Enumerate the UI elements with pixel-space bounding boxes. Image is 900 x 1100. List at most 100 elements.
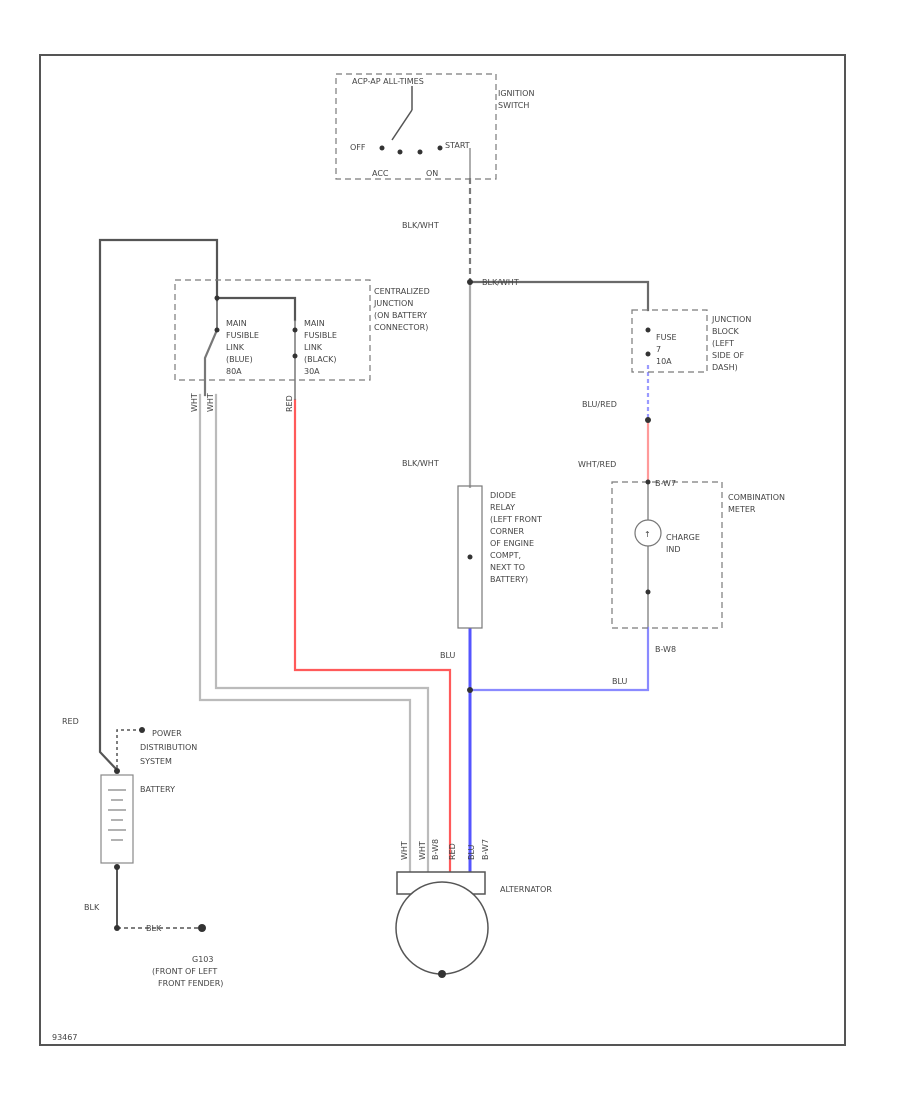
fuse-block-name-line3: (LEFT (712, 339, 734, 348)
ignition-switch-box (335, 73, 497, 180)
alternator-pin-4: RED (448, 843, 457, 860)
ignition-contact-start (437, 145, 443, 151)
connector-node-blu-red (645, 417, 651, 423)
junction-node-blu (467, 687, 473, 693)
diode-relay-line5: OF ENGINE (490, 539, 534, 548)
alternator-pin-2: WHT (418, 841, 427, 860)
wire-power-distribution (116, 729, 140, 768)
label-blu-relay: BLU (440, 651, 456, 660)
label-red-battery: RED (62, 717, 79, 726)
alternator-pin-5: BLU (467, 844, 476, 860)
meter-node-bottom (645, 589, 651, 595)
ground-node-left (114, 925, 120, 931)
battery-negative-node (114, 864, 120, 870)
combination-meter-box (611, 481, 723, 629)
figure-id: 93467 (52, 1033, 77, 1042)
diode-relay-line7: NEXT TO (490, 563, 525, 572)
alternator-symbol (395, 881, 489, 975)
wire-jb-bus (215, 296, 297, 322)
alternator-pin-3: B-W8 (431, 839, 440, 860)
charge-indicator-symbol: ↑ (644, 530, 651, 539)
power-distribution-line1: POWER (152, 729, 182, 738)
charge-indicator-line1: CHARGE (666, 533, 700, 542)
junction-box-name-line4: CONNECTOR) (374, 323, 428, 332)
jb-node-link80-in (214, 327, 220, 333)
combination-meter-name-line1: COMBINATION (728, 493, 785, 502)
fusible-link-80a-line5: 80A (226, 367, 242, 376)
fuse-block-name-line4: SIDE OF (712, 351, 744, 360)
alternator-ground-node (438, 970, 446, 978)
diode-relay-line6: COMPT, (490, 551, 521, 560)
ignition-contact-acc (397, 149, 403, 155)
alternator-pin-6: B-W7 (481, 839, 490, 860)
fusible-link-80a-line4: (BLUE) (226, 355, 253, 364)
fuse-block-name-line1: JUNCTION (711, 315, 751, 324)
charge-indicator-line2: IND (666, 545, 681, 554)
battery-label: BATTERY (140, 785, 175, 794)
fuse-7-line3: 10A (656, 357, 672, 366)
label-blk-battery: BLK (84, 903, 100, 912)
battery-symbol (100, 774, 134, 864)
label-red-link30: RED (285, 395, 294, 412)
junction-box-name-line1: CENTRALIZED (374, 287, 430, 296)
jb-node-top-left (214, 295, 220, 301)
fusible-link-30a-line1: MAIN (304, 319, 325, 328)
diode-relay-line3: (LEFT FRONT (490, 515, 542, 524)
ground-location-line1: (FRONT OF LEFT (152, 967, 217, 976)
ignition-acc-label: ACC (372, 169, 389, 178)
fuse-block-node-top (645, 327, 651, 333)
label-blk-wht-junction: BLK/WHT (482, 278, 519, 287)
fusible-link-80a-line1: MAIN (226, 319, 247, 328)
ground-location-line2: FRONT FENDER) (158, 979, 223, 988)
ignition-contact-on (417, 149, 423, 155)
junction-box-name-line3: (ON BATTERY (374, 311, 427, 320)
wire-blu-meter (468, 626, 650, 692)
jb-node-link30-out (292, 353, 298, 359)
power-distribution-line3: SYSTEM (140, 757, 172, 766)
battery-positive-node (114, 768, 120, 774)
alternator-pin-labels: WHT WHT B-W8 RED BLU B-W7 (400, 839, 490, 860)
diode-relay-box (457, 485, 483, 629)
ignition-on-label: ON (426, 169, 438, 178)
label-wht-red: WHT/RED (578, 460, 616, 469)
ignition-switch-name-line2: SWITCH (498, 101, 529, 110)
label-blk-ground: BLK (146, 924, 162, 933)
label-wht-left-a: WHT (190, 393, 199, 412)
label-blu-red: BLU/RED (582, 400, 617, 409)
wire-wht-b-to-alternator (214, 393, 430, 874)
junction-box-name-line2: JUNCTION (373, 299, 413, 308)
ground-symbol (198, 924, 206, 932)
power-distribution-node (139, 727, 145, 733)
fuse-block-name-line5: DASH) (712, 363, 738, 372)
ignition-switch-top-label: ACP-AP ALL-TIMES (352, 77, 424, 86)
label-blk-wht-lower: BLK/WHT (402, 459, 439, 468)
fusible-link-30a-line2: FUSIBLE (304, 331, 337, 340)
diode-relay-line8: BATTERY) (490, 575, 528, 584)
fuse-block-box (631, 309, 708, 373)
label-blk-wht-upper: BLK/WHT (402, 221, 439, 230)
fusible-link-30a-line4: (BLACK) (304, 355, 337, 364)
wire-red-battery (98, 238, 219, 772)
ignition-start-label: START (445, 141, 470, 150)
label-wht-left-b: WHT (206, 393, 215, 412)
alternator-pin-1: WHT (400, 841, 409, 860)
diode-relay-line4: CORNER (490, 527, 524, 536)
junction-node-blk-wht (467, 279, 473, 285)
diode-relay-line2: RELAY (490, 503, 515, 512)
jb-node-link30-in (292, 327, 298, 333)
ignition-switch-name-line1: IGNITION (498, 89, 534, 98)
ignition-switch-blade (391, 109, 413, 141)
fuse-7-line1: FUSE (656, 333, 677, 342)
fusible-link-80a-line2: FUSIBLE (226, 331, 259, 340)
fuse-7-line2: 7 (656, 345, 661, 354)
alternator-label: ALTERNATOR (500, 885, 552, 894)
meter-pin-bottom: B-W8 (655, 645, 676, 654)
ignition-off-label: OFF (350, 143, 366, 152)
diagram-frame (39, 54, 846, 1046)
fusible-link-30a-line5: 30A (304, 367, 320, 376)
power-distribution-line2: DISTRIBUTION (140, 743, 197, 752)
centralized-junction-box (174, 279, 371, 381)
meter-pin-top: B-W7 (655, 479, 676, 488)
wire-red-to-alternator (293, 398, 452, 874)
